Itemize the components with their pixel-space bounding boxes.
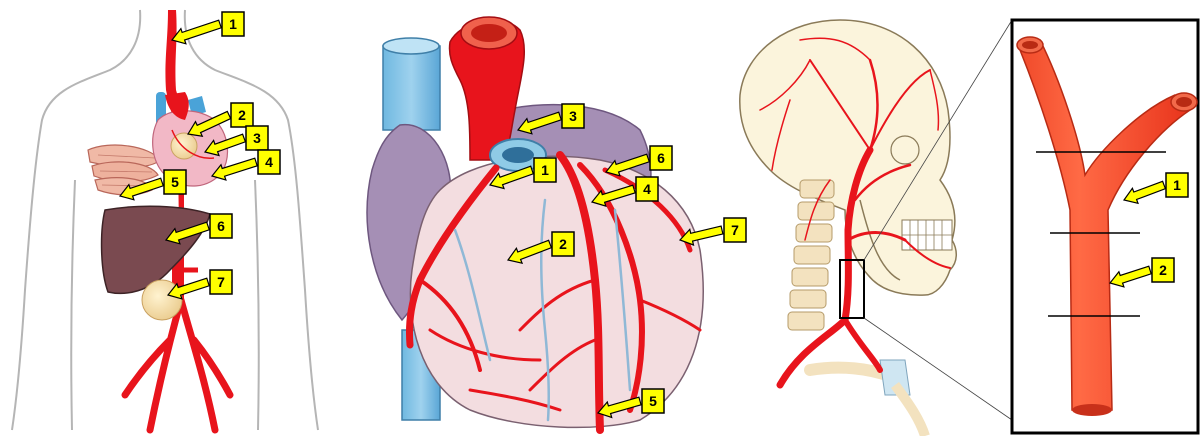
marker-label: 7 bbox=[731, 222, 739, 238]
marker-label: 2 bbox=[559, 236, 567, 252]
liver bbox=[102, 206, 210, 293]
panel-heart bbox=[367, 17, 703, 430]
panel-bifurcation bbox=[1012, 20, 1198, 433]
marker-label: 2 bbox=[238, 107, 246, 123]
cervical-spine bbox=[788, 180, 834, 330]
panel-body bbox=[12, 10, 318, 430]
marker-label: 2 bbox=[1159, 262, 1167, 278]
marker-label: 3 bbox=[253, 130, 261, 146]
marker-label: 7 bbox=[217, 274, 225, 290]
marker-label: 6 bbox=[657, 150, 665, 166]
marker-label: 4 bbox=[643, 181, 651, 197]
marker-label: 1 bbox=[541, 162, 549, 178]
panel-head bbox=[740, 20, 1012, 436]
marker-label: 1 bbox=[1173, 177, 1181, 193]
iliac-arteries bbox=[125, 300, 230, 430]
marker-label: 1 bbox=[229, 16, 237, 32]
marker-body-1: 1 bbox=[172, 12, 244, 44]
myocardium bbox=[410, 156, 703, 427]
marker-label: 5 bbox=[171, 174, 179, 190]
marker-arrow bbox=[172, 20, 221, 44]
marker-label: 4 bbox=[265, 154, 273, 170]
marker-label: 6 bbox=[217, 218, 225, 234]
superior-vena-cava bbox=[383, 46, 440, 130]
marker-label: 3 bbox=[569, 108, 577, 124]
marker-label: 5 bbox=[649, 393, 657, 409]
